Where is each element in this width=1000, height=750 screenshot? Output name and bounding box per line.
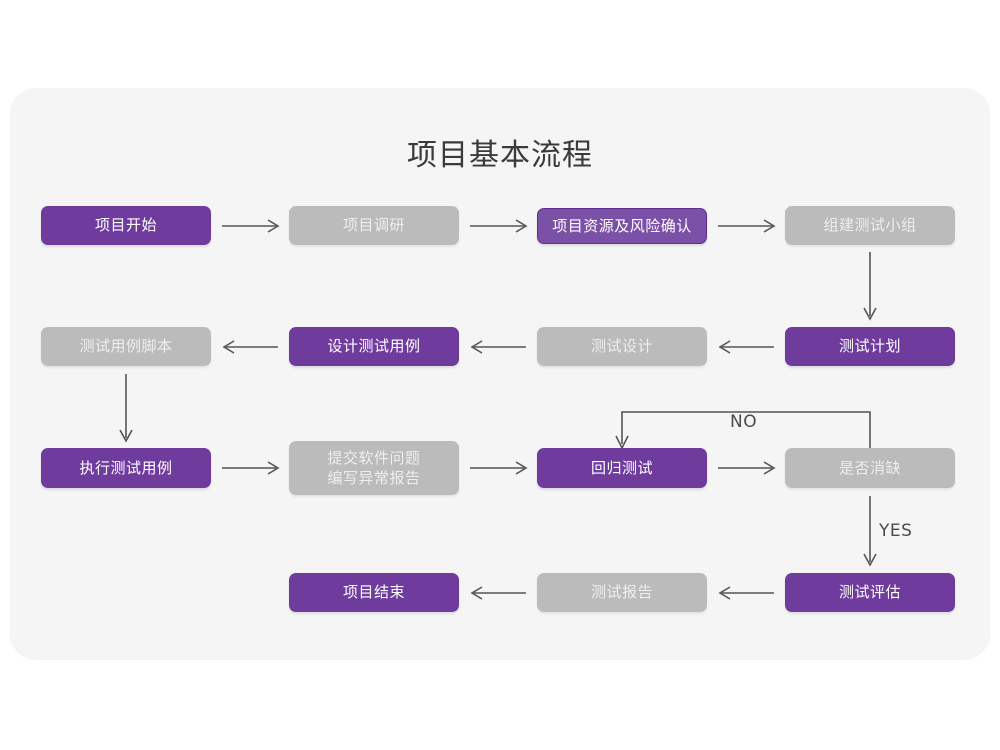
node-design-test-cases[interactable]: 设计测试用例 — [289, 327, 459, 366]
node-test-case-script[interactable]: 测试用例脚本 — [41, 327, 211, 366]
node-execute-test-cases[interactable]: 执行测试用例 — [41, 448, 211, 488]
arrow-n10-n11 — [468, 458, 530, 478]
node-resource-risk-confirm[interactable]: 项目资源及风险确认 — [537, 208, 707, 244]
node-regression-test[interactable]: 回归测试 — [537, 448, 707, 488]
node-project-research[interactable]: 项目调研 — [289, 206, 459, 245]
arrow-n5-n6 — [716, 337, 778, 357]
flowchart-panel — [10, 88, 990, 660]
arrow-n12-n13 — [860, 496, 880, 570]
arrow-n13-n14 — [716, 583, 778, 603]
node-test-report[interactable]: 测试报告 — [537, 573, 707, 612]
node-defects-cleared[interactable]: 是否消缺 — [785, 448, 955, 488]
edge-label-yes: YES — [879, 521, 913, 541]
arrow-n4-n5 — [860, 252, 880, 324]
arrow-n6-n7 — [468, 337, 530, 357]
arrow-n11-n12 — [716, 458, 778, 478]
node-test-design[interactable]: 测试设计 — [537, 327, 707, 366]
arrow-n3-n4 — [716, 216, 778, 236]
arrow-n14-n15 — [468, 583, 530, 603]
node-project-start[interactable]: 项目开始 — [41, 206, 211, 245]
page-title: 项目基本流程 — [407, 138, 593, 173]
arrow-n1-n2 — [220, 216, 282, 236]
node-project-end[interactable]: 项目结束 — [289, 573, 459, 612]
node-test-plan[interactable]: 测试计划 — [785, 327, 955, 366]
node-test-evaluation[interactable]: 测试评估 — [785, 573, 955, 612]
edge-label-no: NO — [730, 412, 758, 432]
arrow-n8-n9 — [116, 374, 136, 446]
arrow-n9-n10 — [220, 458, 282, 478]
arrow-n7-n8 — [220, 337, 282, 357]
node-form-test-team[interactable]: 组建测试小组 — [785, 206, 955, 245]
arrow-n2-n3 — [468, 216, 530, 236]
node-submit-defects-report[interactable]: 提交软件问题 编写异常报告 — [289, 441, 459, 495]
